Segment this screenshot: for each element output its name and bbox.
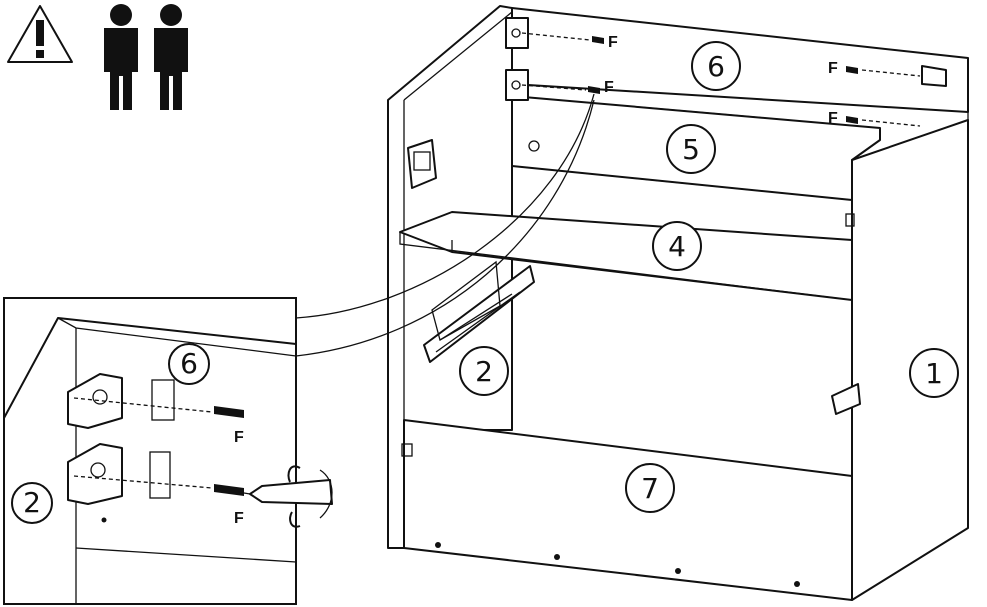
svg-text:5: 5 [682, 133, 700, 166]
detail-part-number-6: 6 [168, 343, 210, 385]
fastener-label: F [604, 79, 614, 96]
two-persons-icon [104, 4, 188, 110]
part-number-4: 4 [652, 221, 702, 271]
fastener-label: F [828, 60, 838, 77]
svg-text:2: 2 [475, 355, 493, 388]
svg-text:6: 6 [707, 50, 725, 83]
svg-text:2: 2 [23, 486, 41, 519]
fastener-label: F [234, 429, 244, 446]
drawer-slide-left [423, 260, 535, 363]
fastener-label: F [608, 34, 618, 51]
screwdriver [237, 465, 333, 528]
bracket-lower-left [505, 69, 529, 101]
detail-part-number-2: 2 [11, 482, 53, 524]
part-number-1: 1 [909, 348, 959, 398]
svg-text:7: 7 [641, 472, 659, 505]
hinge-bracket [407, 139, 437, 189]
fastener-label: F [828, 110, 838, 127]
svg-text:6: 6 [180, 347, 198, 380]
svg-text:4: 4 [668, 230, 686, 263]
fastener-label: F [234, 510, 244, 527]
bottom-panel [403, 419, 853, 601]
part-number-5: 5 [666, 124, 716, 174]
svg-text:1: 1 [925, 357, 943, 390]
warning-icon [7, 5, 73, 63]
detail-callout-connector [295, 93, 595, 357]
part-number-2: 2 [459, 346, 509, 396]
bracket-upper-left [505, 17, 529, 49]
cabinet [387, 5, 969, 601]
right-side-panel [851, 119, 969, 601]
part-number-6: 6 [691, 41, 741, 91]
detail-inset [3, 297, 333, 605]
part-number-7: 7 [625, 463, 675, 513]
